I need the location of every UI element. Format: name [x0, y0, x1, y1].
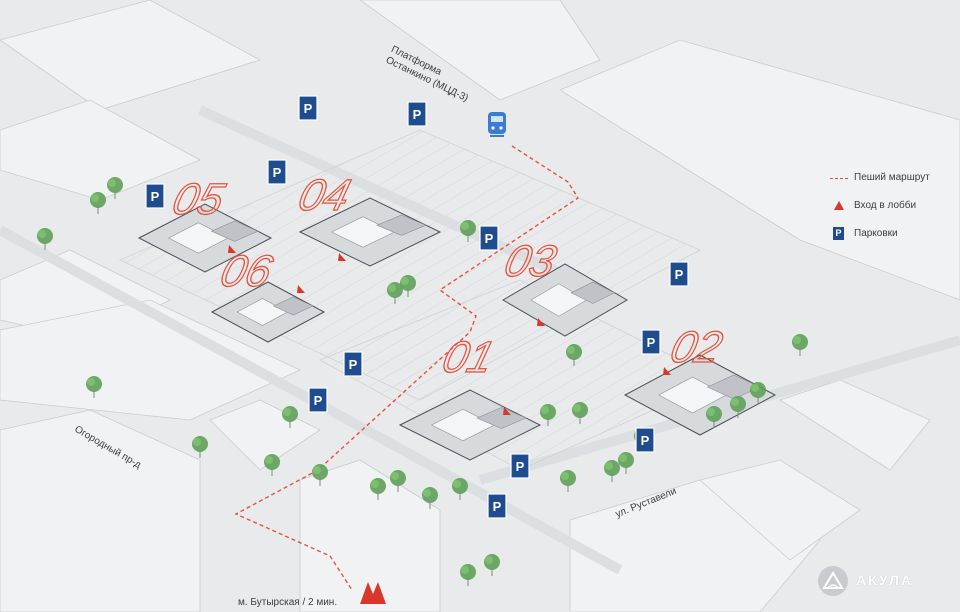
- parking-marker: P: [641, 329, 661, 355]
- tree-icon: [604, 460, 620, 482]
- tree-icon: [560, 470, 576, 492]
- svg-text:P: P: [641, 433, 650, 448]
- brand-name: АКУЛА: [856, 572, 914, 588]
- tree-icon: [730, 396, 746, 418]
- parking-marker: P: [267, 159, 287, 185]
- lobby-entrance-icon: [503, 407, 511, 415]
- svg-text:P: P: [485, 231, 494, 246]
- tree-icon: [540, 404, 556, 426]
- parking-icon: P: [833, 227, 844, 240]
- site-plates: [119, 129, 721, 471]
- tree-icon: [566, 344, 582, 366]
- tree-icon: [460, 220, 476, 242]
- parking-marker: P: [145, 183, 165, 209]
- shark-logo-icon: [818, 566, 848, 596]
- svg-text:P: P: [647, 335, 656, 350]
- svg-text:P: P: [304, 101, 313, 116]
- svg-text:P: P: [516, 459, 525, 474]
- route-dash-icon: [830, 178, 848, 179]
- lobby-entrance-icon: [663, 367, 671, 375]
- tree-icon: [422, 487, 438, 509]
- parking-marker: P: [635, 427, 655, 453]
- lobby-triangle-icon: [834, 201, 844, 210]
- parking-marker: P: [298, 95, 318, 121]
- parking-marker: P: [407, 101, 427, 127]
- svg-text:P: P: [273, 165, 282, 180]
- legend-route: Пеший маршрут: [830, 172, 955, 200]
- tree-icon: [460, 564, 476, 586]
- parking-marker: P: [343, 351, 363, 377]
- parking-marker: P: [479, 225, 499, 251]
- tree-icon: [484, 554, 500, 576]
- svg-text:P: P: [349, 357, 358, 372]
- tree-icon: [264, 454, 280, 476]
- metro-icon: [360, 582, 386, 604]
- building-05: [137, 203, 273, 273]
- lobby-entrance-icon: [537, 318, 545, 326]
- tree-icon: [192, 436, 208, 458]
- tree-icon: [400, 275, 416, 297]
- tree-icon: [107, 177, 123, 199]
- building-03: [502, 263, 628, 337]
- svg-text:P: P: [151, 189, 160, 204]
- building-04: [298, 197, 442, 267]
- parking-marker: P: [510, 453, 530, 479]
- tree-icon: [370, 478, 386, 500]
- tree-icon: [572, 402, 588, 424]
- legend-lobby: Вход в лобби: [830, 200, 955, 228]
- tree-icon: [86, 376, 102, 398]
- legend: Пеший маршрут Вход в лобби P Парковки: [830, 172, 955, 256]
- tree-icon: [750, 382, 766, 404]
- parking-marker: P: [669, 261, 689, 287]
- lobby-entrance-icon: [228, 245, 236, 253]
- tree-icon: [390, 470, 406, 492]
- parking-marker: P: [308, 387, 328, 413]
- svg-text:P: P: [493, 499, 502, 514]
- tree-icon: [282, 406, 298, 428]
- pedestrian-route: [234, 145, 579, 591]
- tree-icon: [312, 464, 328, 486]
- tree-icon: [618, 452, 634, 474]
- tree-icon: [90, 192, 106, 214]
- metro-label: м. Бутырская / 2 мин.: [238, 597, 338, 608]
- parking-marker: P: [487, 493, 507, 519]
- legend-parking: P Парковки: [830, 227, 955, 256]
- building-06: [210, 281, 326, 343]
- train-icon: [488, 112, 506, 137]
- building-01: [398, 389, 542, 461]
- svg-text:P: P: [314, 393, 323, 408]
- tree-icon: [37, 228, 53, 250]
- tree-icon: [706, 406, 722, 428]
- lobby-entrance-icon: [338, 253, 346, 261]
- tree-icon: [792, 334, 808, 356]
- svg-text:P: P: [413, 107, 422, 122]
- svg-text:P: P: [675, 267, 684, 282]
- tree-icon: [452, 478, 468, 500]
- lobby-entrance-icon: [297, 285, 305, 293]
- tree-icon: [387, 282, 403, 304]
